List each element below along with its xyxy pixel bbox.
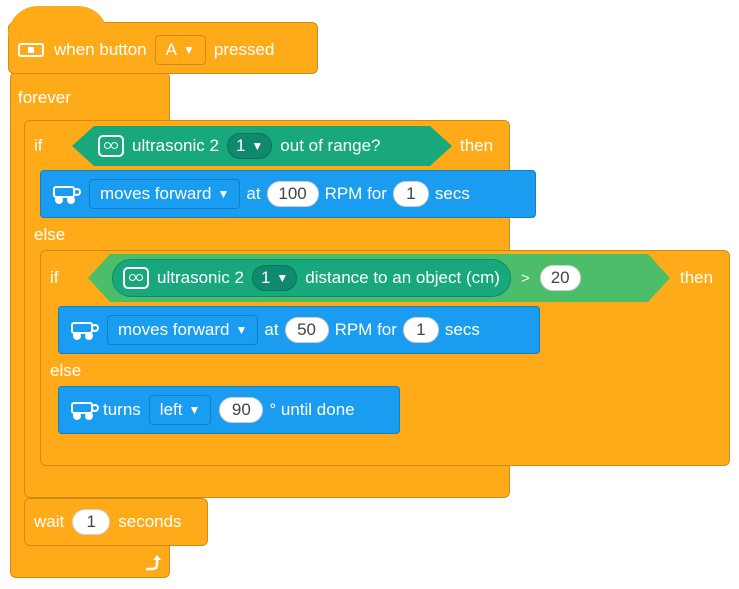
move-forward-block[interactable]: moves forward ▼ at 100 RPM for 1 secs — [40, 170, 536, 218]
rpm-input[interactable]: 50 — [284, 317, 329, 343]
hat-row: when button A▼ pressed — [18, 33, 274, 67]
angle-input[interactable]: 90 — [219, 397, 264, 423]
inner-else-label: else — [50, 361, 82, 380]
chevron-down-icon: ▼ — [217, 187, 230, 201]
robot-icon — [69, 320, 99, 340]
inner-if-label: if — [50, 268, 59, 287]
button-dropdown[interactable]: A▼ — [154, 35, 206, 65]
port-dropdown[interactable]: 1▼ — [252, 265, 297, 291]
turns-label: turns — [103, 400, 141, 419]
inner-then-label: then — [680, 268, 714, 287]
threshold-input[interactable]: 20 — [540, 265, 581, 291]
loop-arrow-icon — [142, 553, 162, 573]
robot-icon — [51, 184, 81, 204]
ultrasonic-sensor-icon — [98, 135, 124, 157]
forever-label: forever — [18, 88, 71, 107]
inner-condition[interactable]: ultrasonic 2 1▼ distance to an object (c… — [88, 254, 670, 302]
move-forward-block[interactable]: moves forward ▼ at 50 RPM for 1 secs — [58, 306, 540, 354]
direction-value: moves forward — [118, 320, 230, 339]
button-icon — [18, 43, 44, 57]
turn-direction-value: left — [159, 400, 183, 419]
duration-input[interactable]: 1 — [402, 317, 439, 343]
chevron-down-icon: ▼ — [182, 43, 195, 57]
distance-reporter[interactable]: ultrasonic 2 1▼ distance to an object (c… — [112, 259, 511, 297]
outer-if-label: if — [34, 136, 43, 155]
wait-label: wait — [34, 512, 65, 531]
sensor-label: ultrasonic 2 — [132, 136, 219, 155]
port-value: 1 — [260, 268, 271, 287]
port-value: 1 — [235, 136, 246, 155]
turn-direction-dropdown[interactable]: left ▼ — [148, 395, 212, 425]
greater-than-operator: > — [520, 269, 530, 287]
at-label: at — [264, 320, 279, 339]
chevron-down-icon: ▼ — [235, 323, 248, 337]
direction-dropdown[interactable]: moves forward ▼ — [107, 315, 259, 345]
rpm-for-label: RPM for — [324, 184, 387, 203]
turn-block[interactable]: turns left ▼ 90 ° until done — [58, 386, 400, 434]
rpm-input[interactable]: 100 — [266, 181, 319, 207]
ultrasonic-sensor-icon — [123, 267, 149, 289]
chevron-down-icon: ▼ — [251, 139, 264, 153]
secs-label: secs — [444, 320, 480, 339]
wait-row: wait 1 seconds — [34, 505, 182, 539]
outer-condition[interactable]: ultrasonic 2 1▼ out of range? — [72, 126, 452, 166]
pressed-label: pressed — [213, 40, 275, 59]
secs-label: secs — [434, 184, 470, 203]
direction-value: moves forward — [100, 184, 212, 203]
chevron-down-icon: ▼ — [188, 403, 201, 417]
robot-icon — [69, 400, 99, 420]
at-label: at — [246, 184, 261, 203]
wait-block[interactable] — [24, 498, 208, 546]
rpm-for-label: RPM for — [334, 320, 397, 339]
hat-cap — [8, 6, 108, 36]
direction-dropdown[interactable]: moves forward ▼ — [89, 179, 241, 209]
distance-label: distance to an object (cm) — [305, 268, 500, 287]
outer-then-label: then — [460, 136, 494, 155]
duration-input[interactable]: 1 — [392, 181, 429, 207]
outer-else-label: else — [34, 225, 66, 244]
seconds-label: seconds — [118, 512, 182, 531]
until-done-label: ° until done — [269, 400, 355, 419]
sensor-label: ultrasonic 2 — [157, 268, 244, 287]
when-button-label: when button — [54, 40, 147, 59]
button-value: A — [165, 40, 177, 59]
wait-input[interactable]: 1 — [72, 509, 111, 535]
chevron-down-icon: ▼ — [276, 271, 289, 285]
out-of-range-label: out of range? — [280, 136, 381, 155]
port-dropdown[interactable]: 1▼ — [227, 133, 272, 159]
